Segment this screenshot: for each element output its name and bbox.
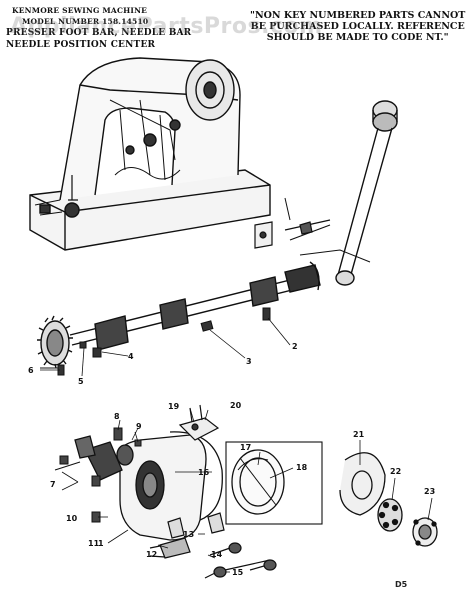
bobbin-parts xyxy=(339,452,438,547)
callout-15: 15 xyxy=(232,568,244,577)
page-code: D5 xyxy=(395,580,408,589)
callout-labels: 2 3 4 5 6 1 7 8 9 10 11 12 13 14 15 16 1… xyxy=(28,342,435,577)
shaft-small-parts xyxy=(40,307,271,376)
callout-4: 4 xyxy=(128,352,134,361)
needle-bar-link xyxy=(299,100,398,286)
brand-line: KENMORE SEWING MACHINE xyxy=(12,6,148,15)
callout-10: 10 xyxy=(66,514,78,523)
main-shaft-assembly xyxy=(37,261,321,369)
callout-23: 23 xyxy=(424,487,435,496)
note-line3: SHOULD BE MADE TO CODE NT." xyxy=(266,32,449,43)
lever-and-screw-parts xyxy=(149,512,277,579)
callout-13: 13 xyxy=(183,530,194,539)
callout-16: 16 xyxy=(198,468,210,477)
leader-lines-bottom xyxy=(61,407,433,573)
callout-9: 9 xyxy=(136,422,142,431)
race-cover-inset-box xyxy=(225,441,323,525)
feed-parts xyxy=(54,427,142,523)
callout-18: 18 xyxy=(296,463,308,472)
callout-6: 6 xyxy=(28,366,34,375)
callout-5: 5 xyxy=(78,377,84,386)
note-line2: BE PURCHASED LOCALLY. REFERENCE xyxy=(250,21,465,32)
model-line: MODEL NUMBER 158.14510 xyxy=(22,17,149,26)
callout-14: 14 xyxy=(211,550,223,559)
callout-1: 1 xyxy=(98,539,104,548)
callout-7: 7 xyxy=(50,480,56,489)
callout-3: 3 xyxy=(246,357,252,366)
thread-guide-parts xyxy=(178,404,220,441)
callout-17: 17 xyxy=(240,443,251,452)
callout-11: 11 xyxy=(88,539,100,548)
hook-assembly xyxy=(74,431,285,541)
callout-12: 12 xyxy=(146,550,157,559)
section-title-line2: NEEDLE POSITION CENTER xyxy=(6,40,156,50)
callout-21: 21 xyxy=(353,430,365,439)
callout-2: 2 xyxy=(292,342,298,351)
section-title-line1: PRESSER FOOT BAR, NEEDLE BAR xyxy=(6,28,192,38)
watermark: AppliancePartsPros.com xyxy=(10,14,323,39)
parts-note: "NON KEY NUMBERED PARTS CANNOT BE PURCHA… xyxy=(250,10,465,43)
callout-20: 20 xyxy=(230,401,242,410)
callout-19: 19 xyxy=(168,402,180,411)
leader-lines-top xyxy=(40,317,291,377)
note-line1: "NON KEY NUMBERED PARTS CANNOT xyxy=(250,10,466,21)
pointer-inset xyxy=(254,197,331,249)
callout-8: 8 xyxy=(114,412,120,421)
sewing-machine-illustration xyxy=(29,57,271,251)
callout-22: 22 xyxy=(390,467,401,476)
